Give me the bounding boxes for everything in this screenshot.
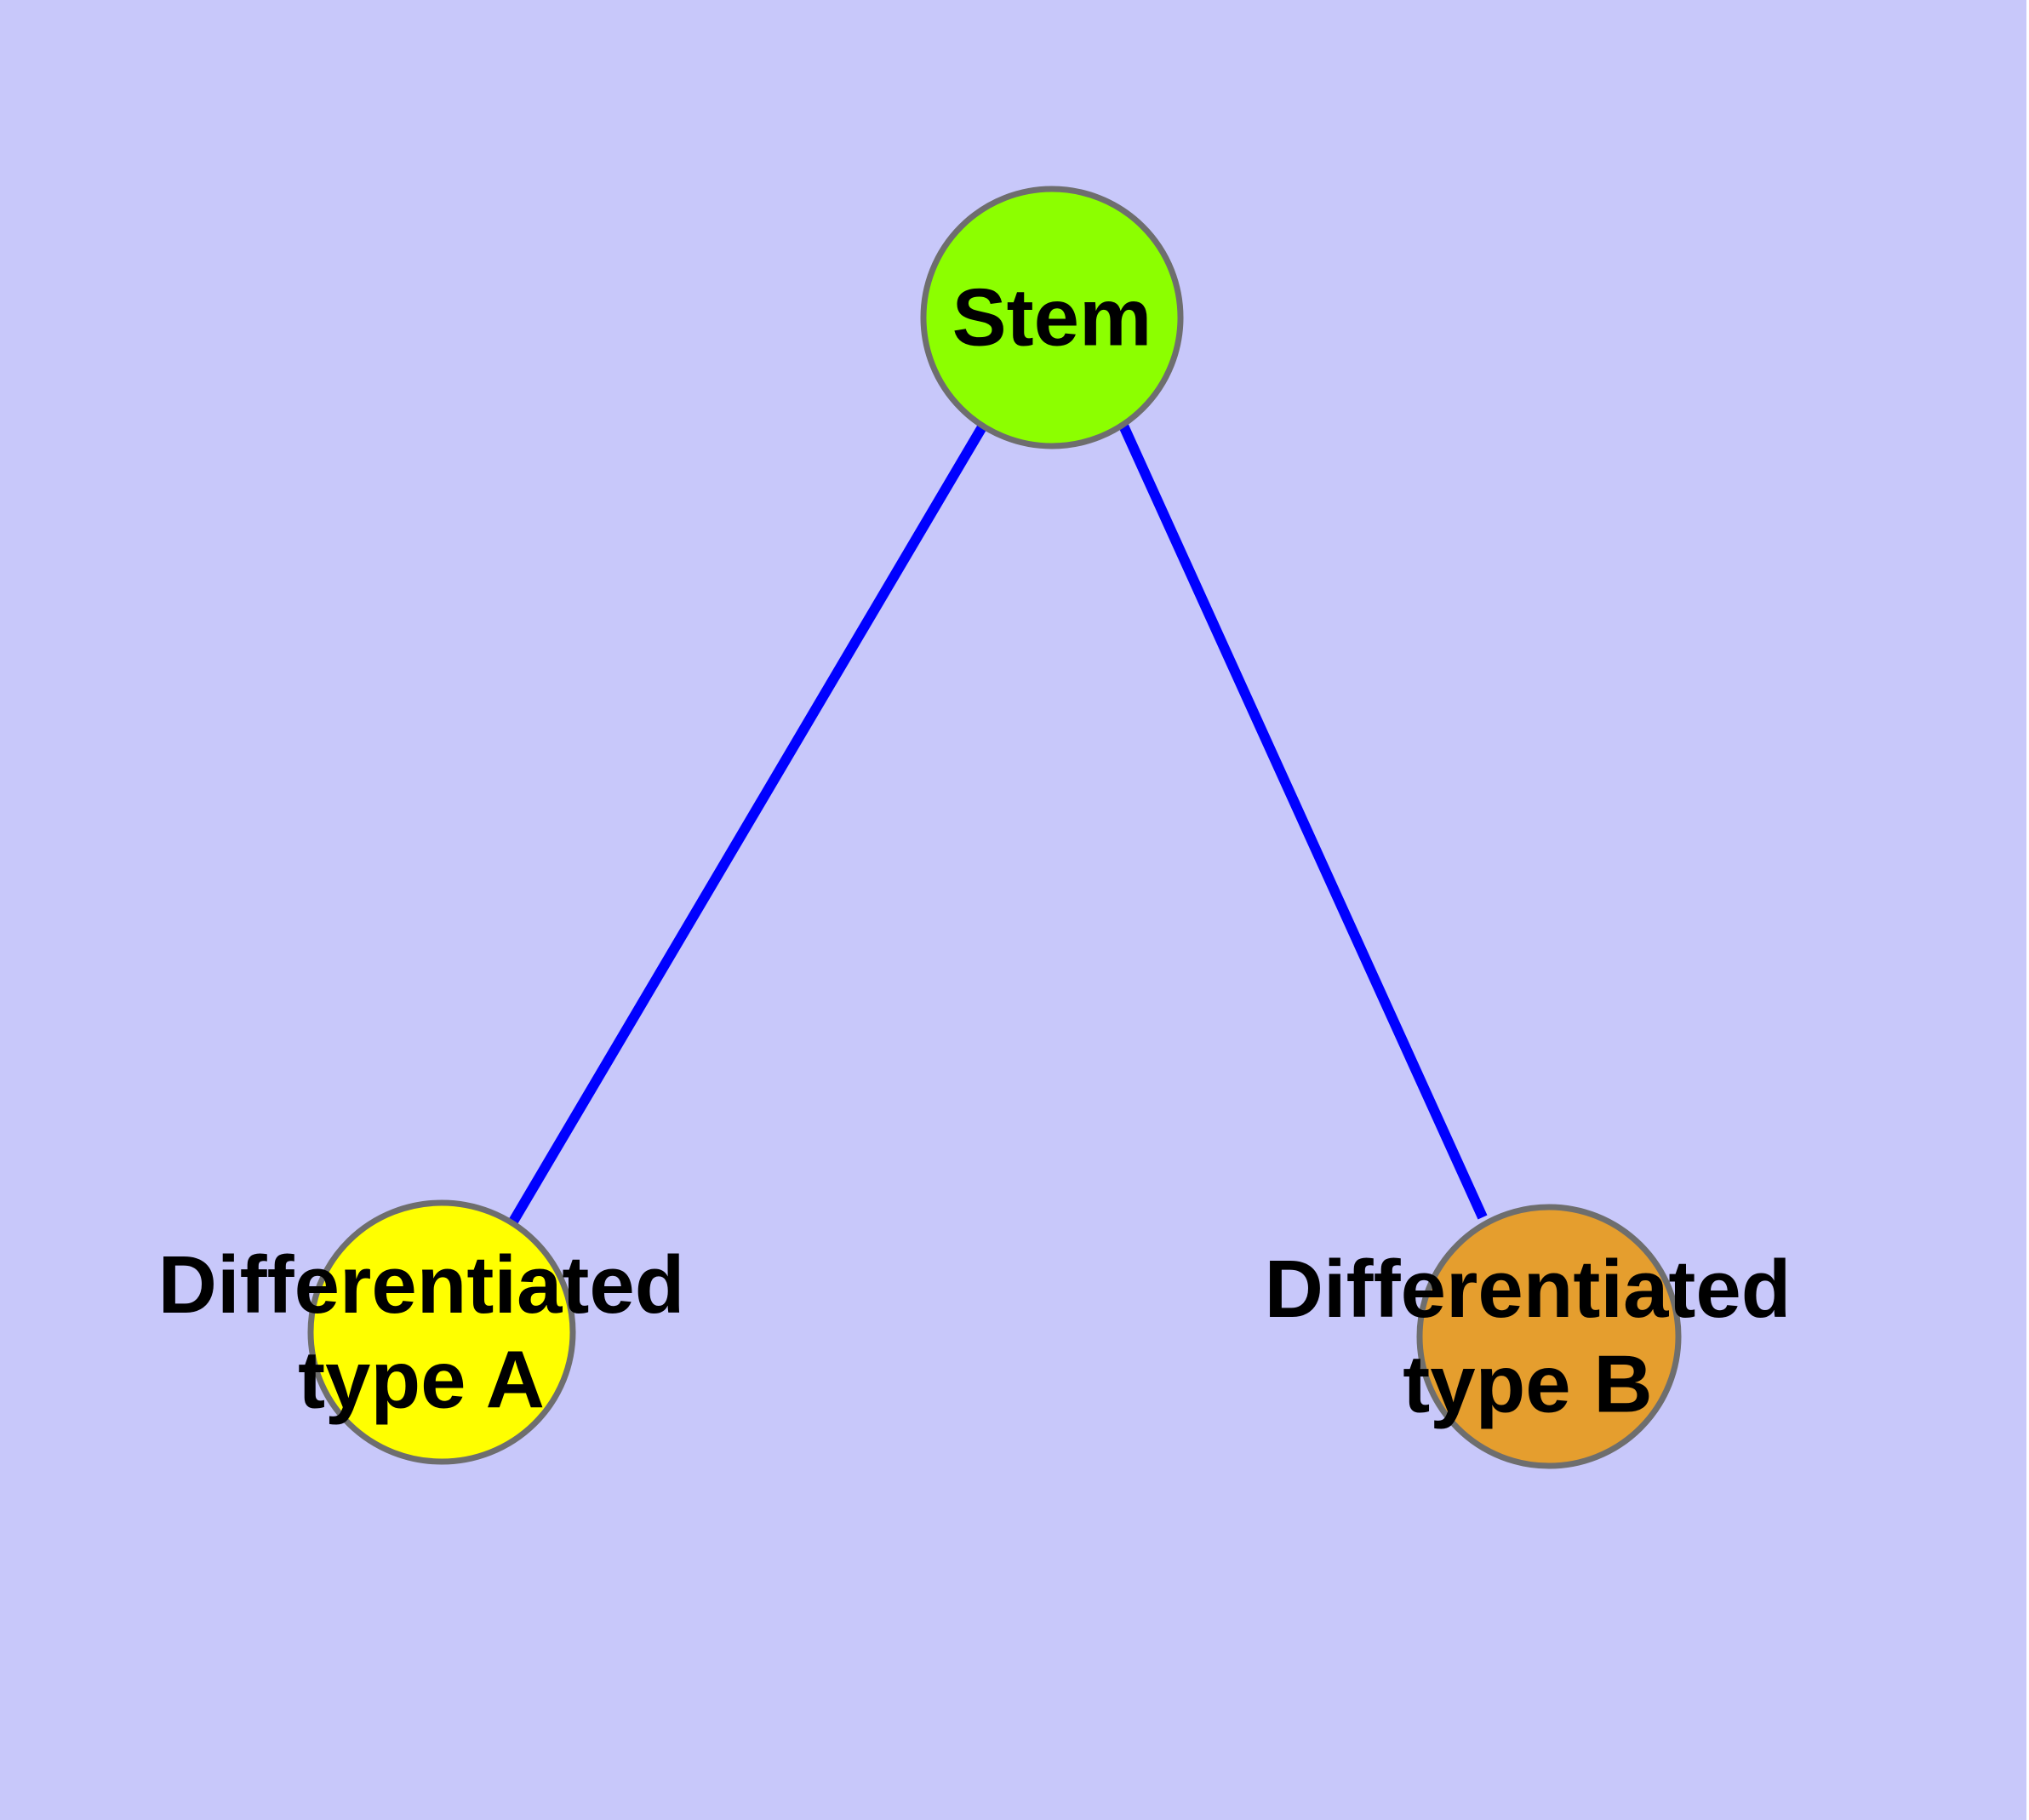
- node-stem-label: Stem: [952, 272, 1152, 363]
- node-stem-circle[interactable]: [920, 186, 1184, 449]
- node-label-line: type B: [1403, 1338, 1652, 1429]
- node-differentiated-type-a-circle[interactable]: [307, 1199, 576, 1465]
- node-label-line: type A: [298, 1334, 545, 1425]
- node-label-line: Stem: [952, 272, 1152, 363]
- node-differentiated-type-b-circle[interactable]: [1416, 1204, 1682, 1469]
- node-label-line: Differentiated: [158, 1239, 685, 1331]
- node-stem[interactable]: Stem: [920, 186, 1184, 449]
- edge-layer: [506, 422, 1488, 1229]
- edge-stem-to-differentiated-type-b[interactable]: [1118, 423, 1488, 1220]
- edge-stem-to-differentiated-type-a[interactable]: [506, 422, 988, 1229]
- node-label-line: Differentiated: [1265, 1244, 1792, 1335]
